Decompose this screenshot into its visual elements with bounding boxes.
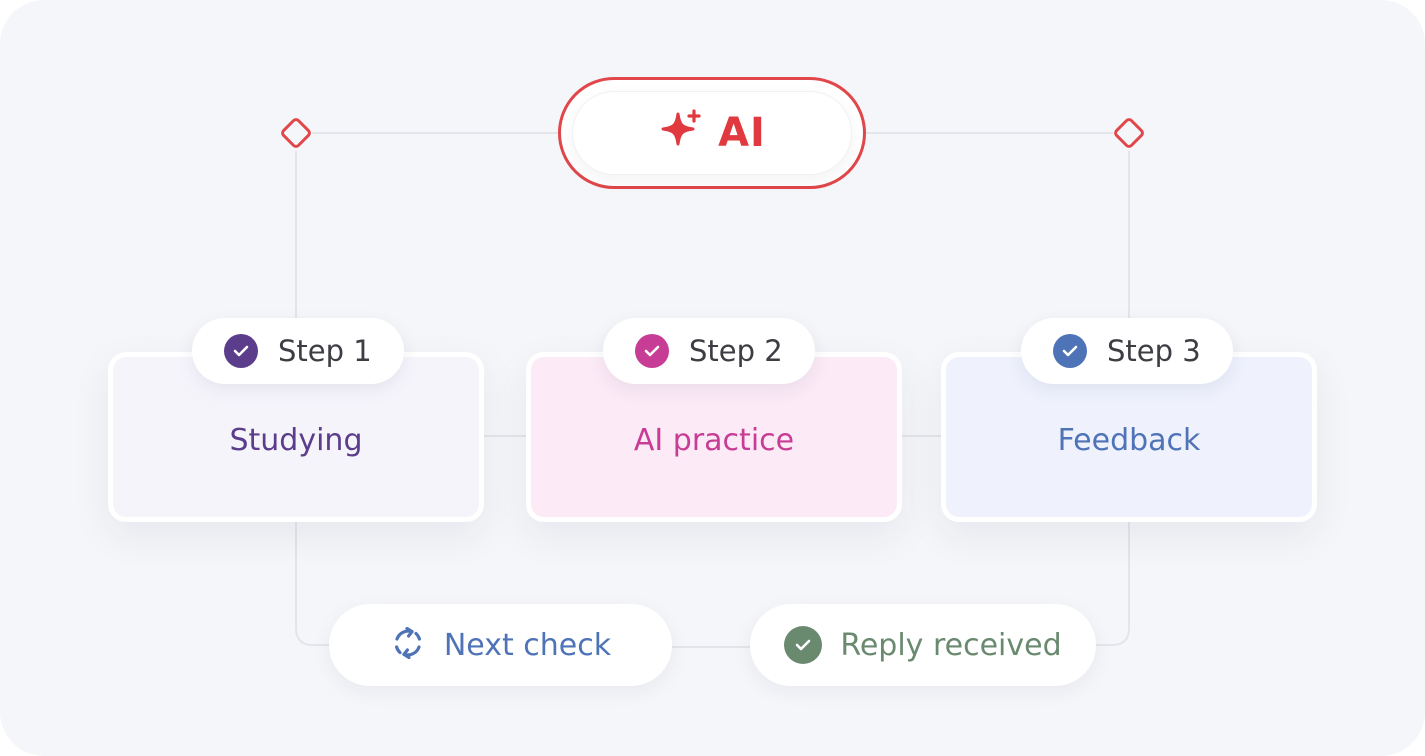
connector-bottom-left [295,522,330,646]
ai-node[interactable]: AI [558,77,866,189]
step-card-title: Feedback [1057,422,1201,458]
next-check-pill[interactable]: Next check [329,604,672,686]
step-badge-label: Step 2 [689,334,783,368]
step-card-title: Studying [229,422,363,458]
check-circle-icon [224,334,258,368]
reply-received-pill[interactable]: Reply received [750,604,1096,686]
step-badge-2: Step 2 [603,318,815,384]
check-circle-icon [635,334,669,368]
step-card-title: AI practice [633,422,795,458]
step-badge-label: Step 3 [1107,334,1201,368]
step-badge-3: Step 3 [1021,318,1233,384]
ai-node-label: AI [718,110,766,156]
step-badge-1: Step 1 [192,318,404,384]
step-badge-label: Step 1 [278,334,372,368]
check-circle-icon [1053,334,1087,368]
next-check-label: Next check [443,627,612,663]
reply-received-label: Reply received [840,627,1062,663]
sparkle-icon [658,108,704,158]
refresh-icon [390,625,426,665]
check-circle-icon [784,626,823,664]
connector-bottom-right [1094,522,1130,646]
